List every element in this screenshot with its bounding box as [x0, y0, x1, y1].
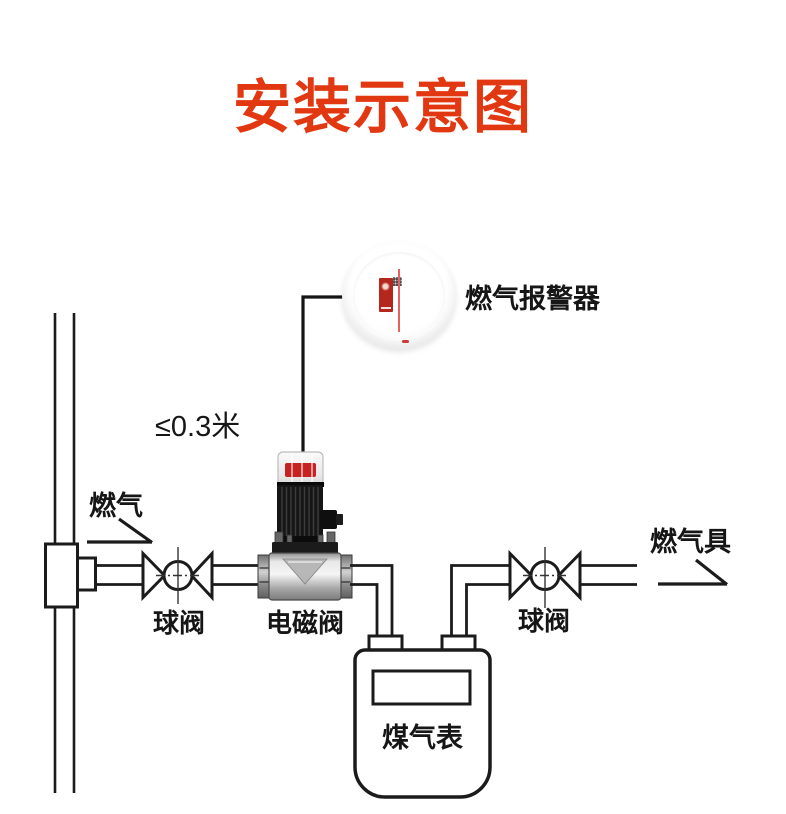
alarm-wire: [301, 295, 346, 452]
gas-alarm-device: [342, 242, 456, 349]
label-ball-valve-left: 球阀: [153, 608, 206, 638]
pipe-solenoid-to-meter: [350, 564, 394, 637]
alarm-label-sticker: [379, 278, 393, 312]
alarm-indicator-slot: [398, 269, 400, 332]
page-title: 安装示意图: [232, 75, 533, 140]
ball-valve-left-symbol: [141, 547, 214, 604]
ball-valve-right-symbol: [508, 547, 582, 608]
tee-fitting: [44, 542, 97, 609]
pipe-tee-to-valve: [95, 564, 143, 586]
gas-inlet-arrow-icon: [87, 517, 153, 544]
gas-meter-display: [371, 669, 472, 706]
solenoid-valve-device: [257, 451, 353, 601]
sticker-text-bar: [381, 307, 391, 309]
gas-appliance-arrow-icon: [658, 558, 728, 586]
label-ball-valve-right: 球阀: [518, 606, 571, 636]
label-gas-inlet: 燃气: [89, 491, 143, 521]
pipe-valve-to-appliance: [580, 564, 637, 586]
solenoid-connector: [320, 510, 337, 529]
label-gas-meter: 煤气表: [382, 723, 463, 753]
alarm-led-icon: [402, 340, 409, 343]
pipe-valve-to-solenoid: [212, 564, 262, 586]
gas-riser-pipe: [53, 313, 76, 793]
pipe-meter-to-valve: [450, 564, 510, 637]
brand-logo-icon: [381, 282, 390, 291]
qr-code-icon: [393, 277, 402, 286]
gas-meter-body: [353, 648, 492, 799]
label-gas-alarm: 燃气报警器: [465, 284, 600, 314]
label-solenoid-valve: 电磁阀: [266, 608, 345, 638]
label-max-distance: ≤0.3米: [155, 411, 241, 443]
label-gas-appliance: 燃气具: [650, 527, 731, 557]
